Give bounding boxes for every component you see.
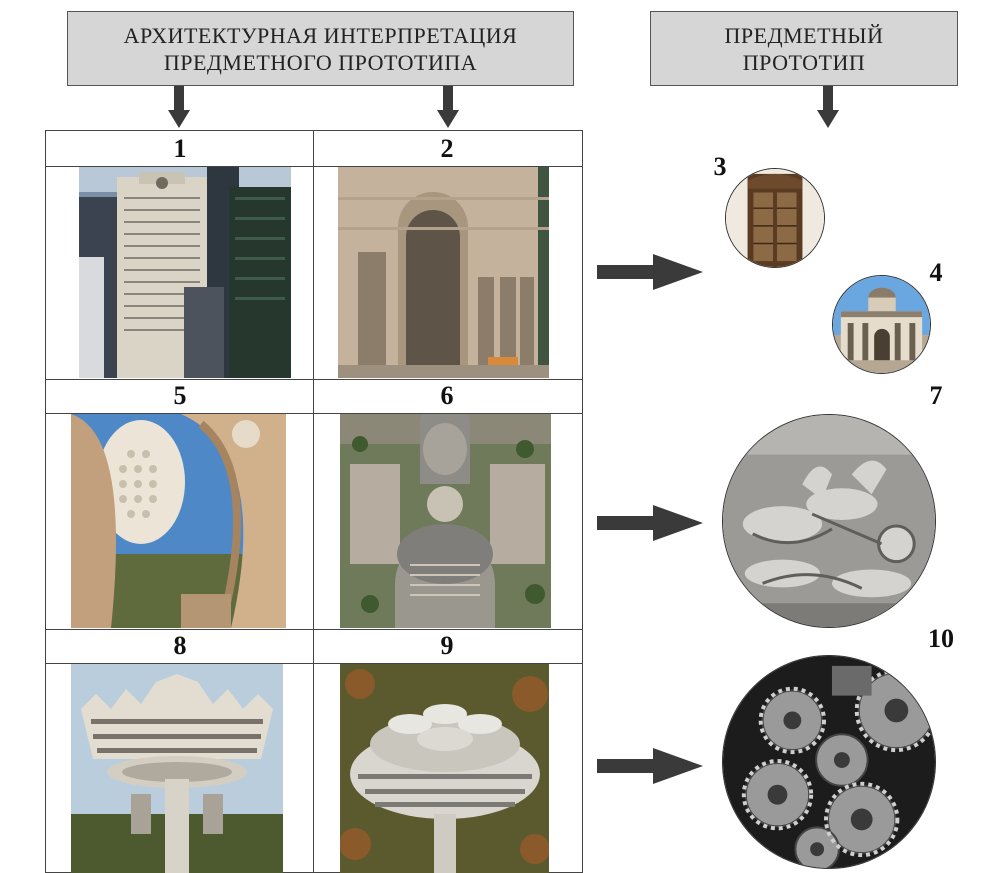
photo-aerial-spiked-building: [340, 664, 549, 873]
label-1: 1: [173, 134, 187, 163]
photo-disc-structure: [71, 414, 286, 628]
grid-divider: [313, 130, 314, 873]
photo-arched-facade: [338, 167, 549, 378]
down-arrow-icon: [168, 86, 190, 128]
photo-aerial-complex: [340, 414, 551, 628]
label-2: 2: [440, 134, 454, 163]
header-prototype-line1: ПРЕДМЕТНЫЙ: [724, 22, 884, 48]
photo-gear-mechanism: [722, 655, 936, 869]
right-arrow-icon: [597, 505, 703, 541]
photo-chapel-facade: [832, 275, 931, 374]
photo-chariot-relief: [722, 414, 936, 628]
label-10: 10: [928, 624, 954, 653]
label-6: 6: [440, 381, 454, 410]
down-arrow-icon: [437, 86, 459, 128]
label-8: 8: [173, 631, 187, 660]
photo-spiked-building: [71, 664, 283, 873]
right-arrow-icon: [597, 254, 703, 290]
label-3: 3: [713, 152, 727, 181]
label-7: 7: [929, 381, 943, 410]
header-interpretation-line2: ПРЕДМЕТНОГО ПРОТОТИПА: [163, 49, 478, 75]
grid-divider: [45, 629, 583, 630]
label-4: 4: [929, 258, 943, 287]
header-interpretation-line1: АРХИТЕКТУРНАЯ ИНТЕРПРЕТАЦИЯ: [123, 22, 518, 48]
grid-divider: [45, 166, 583, 167]
header-subject-prototype: ПРЕДМЕТНЫЙ ПРОТОТИП: [650, 11, 958, 86]
photo-highboy-cabinet: [725, 168, 825, 268]
label-5: 5: [173, 381, 187, 410]
grid-divider: [45, 413, 583, 414]
header-prototype-line2: ПРОТОТИП: [742, 49, 866, 75]
header-architectural-interpretation: АРХИТЕКТУРНАЯ ИНТЕРПРЕТАЦИЯ ПРЕДМЕТНОГО …: [67, 11, 574, 86]
grid-divider: [45, 379, 583, 380]
grid-divider: [45, 663, 583, 664]
right-arrow-icon: [597, 748, 703, 784]
label-9: 9: [440, 631, 454, 660]
down-arrow-icon: [817, 86, 839, 128]
photo-at-t-building: [79, 167, 291, 378]
